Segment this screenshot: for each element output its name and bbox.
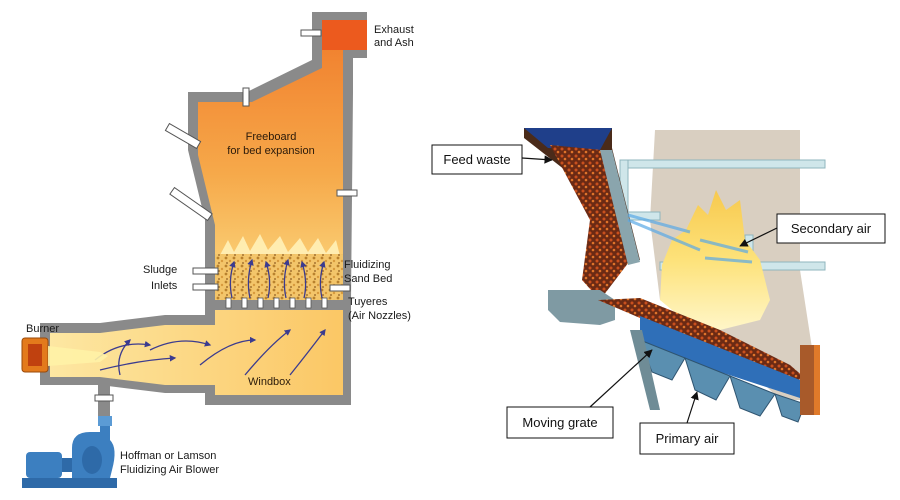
primary-air-pointer — [686, 391, 699, 424]
exhaust-outlet — [322, 20, 367, 50]
freeboard-label-line2: for bed expansion — [227, 145, 314, 157]
sludge-label: Sludge — [143, 264, 177, 276]
moving-grate — [640, 316, 800, 398]
ash-discharge-edge — [814, 345, 820, 415]
callout-primary-air: Primary air — [639, 391, 735, 455]
moving-grate-label: Moving grate — [522, 415, 597, 430]
callout-moving-grate: Moving grate — [506, 349, 653, 439]
secondary-air-pointer — [739, 227, 778, 247]
burner-label: Burner — [26, 323, 59, 335]
callout-secondary-air: Secondary air — [739, 213, 886, 247]
tuyeres — [225, 297, 328, 309]
sand-bed-label-line2: Sand Bed — [344, 273, 392, 285]
moving-grate-incinerator: Feed waste Secondary air Moving grate Pr… — [431, 128, 886, 455]
fluidizing-sand-bed — [215, 254, 343, 300]
feeder-ram — [548, 290, 615, 325]
blower-label-line2: Fluidizing Air Blower — [120, 464, 219, 476]
duct-flange — [94, 394, 114, 402]
windbox-air-arrows — [94, 328, 326, 376]
sand-bed-label: Fluidizing — [344, 259, 390, 271]
feed-waste-pointer — [521, 155, 553, 164]
moving-grate-pointer — [589, 349, 653, 408]
primary-air-label: Primary air — [656, 431, 720, 446]
blower-label: Hoffman or Lamson — [120, 450, 216, 462]
windbox-chamber — [50, 310, 343, 395]
exhaust-label-line2: and Ash — [374, 37, 414, 49]
grate-support — [630, 330, 660, 410]
primary-air-hoppers — [639, 339, 806, 423]
fluidized-bed-incinerator: Exhaust and Ash Freeboard for bed expans… — [21, 12, 414, 488]
wall-ports — [164, 29, 358, 292]
hopper-top — [524, 128, 612, 150]
waste-bed-on-grate — [598, 298, 805, 382]
burner-flame — [48, 346, 108, 366]
secondary-air-label: Secondary air — [791, 221, 872, 236]
tuyeres-label: Tuyeres — [348, 296, 388, 308]
secondary-air-jets — [627, 213, 753, 264]
bed-air-arrows — [229, 258, 326, 299]
fluidizing-air-blower — [22, 416, 117, 488]
tuyeres-label-line2: (Air Nozzles) — [348, 310, 411, 322]
feed-waste-stream — [550, 145, 632, 300]
freeboard-chamber — [198, 20, 367, 300]
feed-waste-label: Feed waste — [443, 152, 510, 167]
chute-frame — [600, 150, 640, 265]
bed-flames — [220, 234, 340, 256]
freeboard-label: Freeboard — [246, 131, 297, 143]
exhaust-label: Exhaust — [374, 24, 414, 36]
sludge-label-line2: Inlets — [151, 280, 178, 292]
windbox-label: Windbox — [248, 376, 291, 388]
ash-discharge — [800, 345, 814, 415]
burner-face — [28, 344, 42, 366]
callout-feed-waste: Feed waste — [431, 144, 553, 175]
